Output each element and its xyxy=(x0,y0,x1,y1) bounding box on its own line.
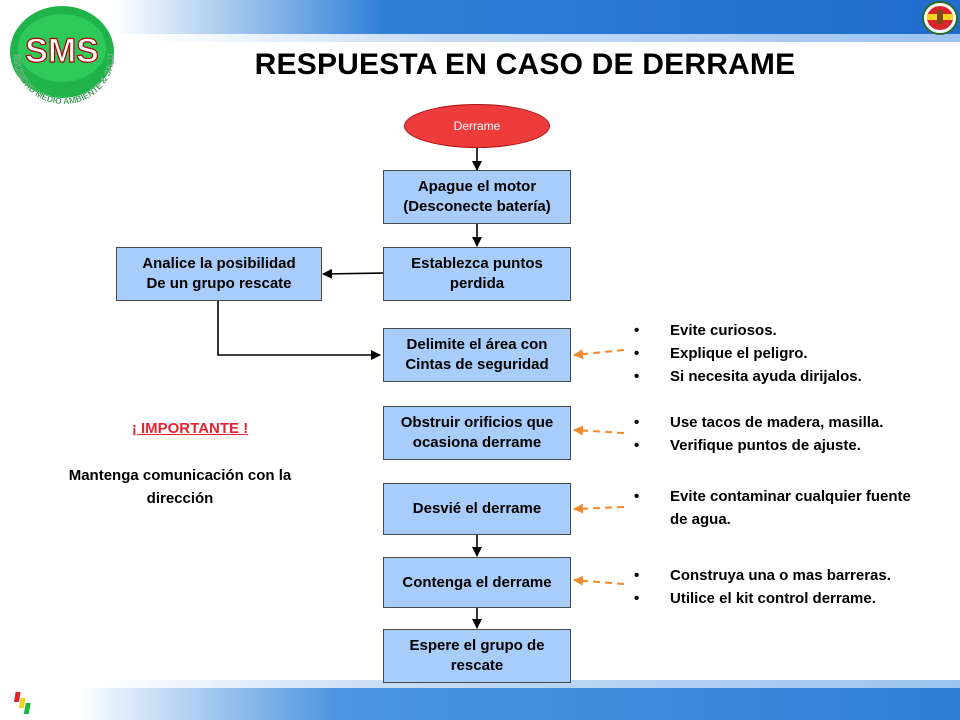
note-item: Evite curiosos. xyxy=(634,319,862,342)
note-item: Utilice el kit control derrame. xyxy=(634,587,891,610)
step-obstruir-orificios: Obstruir orificios que ocasiona derrame xyxy=(383,406,571,460)
note-item: Explique el peligro. xyxy=(634,342,862,365)
arrow-step2-to-side xyxy=(322,268,384,279)
notes-obstruct-list: Use tacos de madera, masilla. Verifique … xyxy=(634,411,883,457)
top-band xyxy=(0,0,960,34)
step-contenga-derrame: Contenga el derrame xyxy=(383,557,571,608)
footer-logo-icon xyxy=(14,692,31,714)
dashed-arrow-delimit xyxy=(573,349,625,360)
step-apague-motor: Apague el motor (Desconecte batería) xyxy=(383,170,571,224)
notes-contain-list: Construya una o mas barreras. Utilice el… xyxy=(634,564,891,610)
page-title: RESPUESTA EN CASO DE DERRAME xyxy=(254,48,796,81)
note-item: Si necesita ayuda dirijalos. xyxy=(634,365,862,388)
side-step-analice-posibilidad: Analice la posibilidad De un grupo resca… xyxy=(116,247,322,301)
notes-delimit-list: Evite curiosos. Explique el peligro. Si … xyxy=(634,319,862,388)
step-desvie-derrame: Desvié el derrame xyxy=(383,483,571,535)
dashed-arrow-obstruct xyxy=(573,425,625,436)
important-message: Mantenga comunicación con la dirección xyxy=(68,467,292,507)
bottom-band-highlight xyxy=(0,680,960,688)
note-item: Evite contaminar cualquier fuente de agu… xyxy=(634,485,924,531)
important-label: ¡ IMPORTANTE ! xyxy=(131,420,249,437)
step-delimite-area: Delimite el área con Cintas de seguridad xyxy=(383,328,571,382)
step-espere-grupo: Espere el grupo de rescate xyxy=(383,629,571,683)
arrow-side-to-step3 xyxy=(217,300,381,360)
top-band-highlight xyxy=(0,34,960,42)
start-node-derrame: Derrame xyxy=(404,104,550,148)
emblem-icon xyxy=(922,1,958,35)
notes-divert-list: Evite contaminar cualquier fuente de agu… xyxy=(634,485,924,531)
dashed-arrow-contain xyxy=(573,575,625,586)
note-item: Verifique puntos de ajuste. xyxy=(634,434,883,457)
step-establezca-puntos: Establezca puntos perdida xyxy=(383,247,571,301)
note-item: Construya una o mas barreras. xyxy=(634,564,891,587)
bottom-band xyxy=(0,688,960,720)
logo-text: SMS xyxy=(25,32,99,70)
note-item: Use tacos de madera, masilla. xyxy=(634,411,883,434)
dashed-arrow-divert xyxy=(573,503,625,514)
